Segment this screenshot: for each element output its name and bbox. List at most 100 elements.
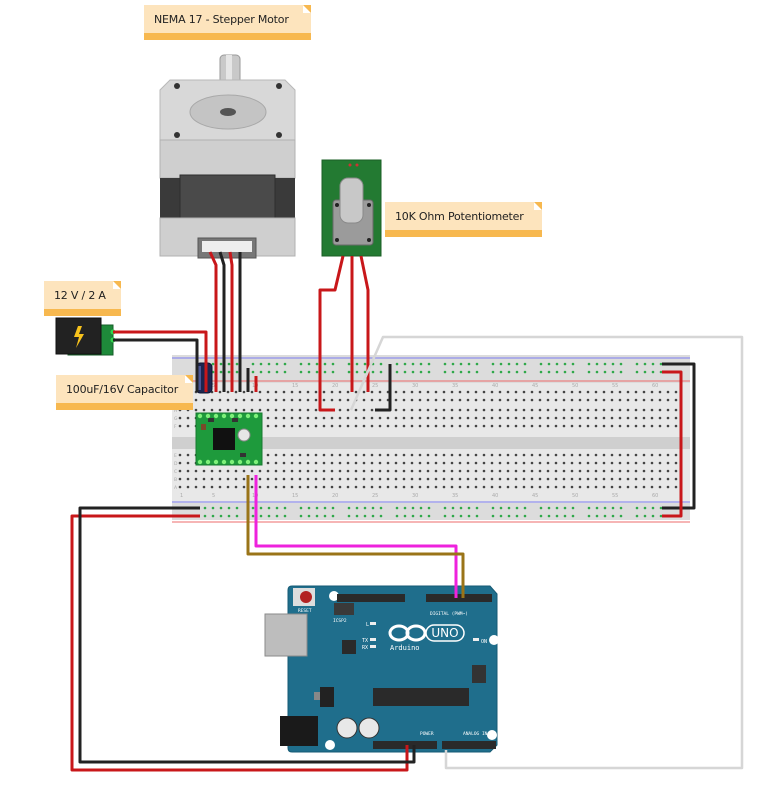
breadboard-hole[interactable]	[386, 469, 390, 473]
breadboard-hole[interactable]	[482, 485, 486, 489]
breadboard-hole[interactable]	[378, 390, 382, 394]
breadboard-hole[interactable]	[578, 477, 582, 481]
breadboard-hole[interactable]	[451, 370, 455, 374]
breadboard-hole[interactable]	[466, 416, 470, 420]
breadboard-hole[interactable]	[594, 485, 598, 489]
breadboard-hole[interactable]	[258, 485, 262, 489]
breadboard-hole[interactable]	[514, 416, 518, 420]
breadboard-hole[interactable]	[426, 398, 430, 402]
breadboard-hole[interactable]	[586, 416, 590, 420]
breadboard-hole[interactable]	[331, 362, 335, 366]
breadboard-hole[interactable]	[522, 469, 526, 473]
breadboard-hole[interactable]	[346, 477, 350, 481]
breadboard-hole[interactable]	[434, 469, 438, 473]
breadboard-hole[interactable]	[658, 424, 662, 428]
breadboard-hole[interactable]	[322, 424, 326, 428]
breadboard-hole[interactable]	[538, 453, 542, 457]
breadboard-hole[interactable]	[219, 514, 223, 518]
breadboard-hole[interactable]	[619, 506, 623, 510]
breadboard-hole[interactable]	[539, 506, 543, 510]
breadboard-hole[interactable]	[570, 398, 574, 402]
breadboard-hole[interactable]	[194, 477, 198, 481]
breadboard-hole[interactable]	[643, 362, 647, 366]
breadboard-hole[interactable]	[467, 362, 471, 366]
breadboard-hole[interactable]	[362, 453, 366, 457]
breadboard-hole[interactable]	[578, 485, 582, 489]
breadboard-hole[interactable]	[570, 408, 574, 412]
breadboard-hole[interactable]	[370, 398, 374, 402]
breadboard-hole[interactable]	[546, 408, 550, 412]
breadboard-hole[interactable]	[219, 506, 223, 510]
breadboard-hole[interactable]	[338, 390, 342, 394]
breadboard-hole[interactable]	[363, 362, 367, 366]
breadboard-hole[interactable]	[394, 477, 398, 481]
breadboard-hole[interactable]	[274, 390, 278, 394]
breadboard-hole[interactable]	[474, 390, 478, 394]
breadboard-hole[interactable]	[315, 370, 319, 374]
breadboard-hole[interactable]	[499, 514, 503, 518]
breadboard-hole[interactable]	[603, 370, 607, 374]
breadboard-hole[interactable]	[506, 477, 510, 481]
breadboard-hole[interactable]	[379, 362, 383, 366]
breadboard-hole[interactable]	[394, 485, 398, 489]
breadboard-hole[interactable]	[466, 485, 470, 489]
breadboard-hole[interactable]	[354, 408, 358, 412]
breadboard-hole[interactable]	[546, 461, 550, 465]
breadboard-hole[interactable]	[218, 485, 222, 489]
breadboard-hole[interactable]	[426, 390, 430, 394]
breadboard-hole[interactable]	[474, 461, 478, 465]
breadboard-hole[interactable]	[314, 477, 318, 481]
breadboard-hole[interactable]	[563, 362, 567, 366]
breadboard-hole[interactable]	[323, 514, 327, 518]
breadboard-hole[interactable]	[514, 469, 518, 473]
breadboard-hole[interactable]	[298, 416, 302, 420]
breadboard-hole[interactable]	[651, 506, 655, 510]
breadboard-hole[interactable]	[587, 506, 591, 510]
breadboard-hole[interactable]	[634, 485, 638, 489]
breadboard-hole[interactable]	[394, 408, 398, 412]
breadboard-hole[interactable]	[555, 370, 559, 374]
breadboard-hole[interactable]	[554, 453, 558, 457]
breadboard-hole[interactable]	[371, 514, 375, 518]
breadboard-hole[interactable]	[514, 461, 518, 465]
breadboard-hole[interactable]	[418, 398, 422, 402]
breadboard-hole[interactable]	[371, 506, 375, 510]
breadboard-hole[interactable]	[570, 424, 574, 428]
breadboard-hole[interactable]	[426, 485, 430, 489]
breadboard-hole[interactable]	[666, 390, 670, 394]
breadboard-hole[interactable]	[402, 424, 406, 428]
breadboard-hole[interactable]	[570, 485, 574, 489]
breadboard-hole[interactable]	[571, 514, 575, 518]
breadboard-hole[interactable]	[290, 416, 294, 420]
breadboard-hole[interactable]	[410, 424, 414, 428]
breadboard-hole[interactable]	[235, 514, 239, 518]
breadboard-hole[interactable]	[283, 362, 287, 366]
breadboard-hole[interactable]	[266, 453, 270, 457]
breadboard-hole[interactable]	[490, 461, 494, 465]
breadboard-hole[interactable]	[482, 453, 486, 457]
breadboard-hole[interactable]	[674, 469, 678, 473]
breadboard-hole[interactable]	[451, 362, 455, 366]
breadboard-hole[interactable]	[498, 453, 502, 457]
breadboard-hole[interactable]	[227, 370, 231, 374]
breadboard-hole[interactable]	[347, 506, 351, 510]
breadboard-hole[interactable]	[411, 370, 415, 374]
breadboard-hole[interactable]	[594, 390, 598, 394]
breadboard-hole[interactable]	[386, 461, 390, 465]
breadboard-hole[interactable]	[666, 485, 670, 489]
breadboard-hole[interactable]	[594, 424, 598, 428]
breadboard-hole[interactable]	[499, 362, 503, 366]
breadboard-hole[interactable]	[611, 362, 615, 366]
breadboard-hole[interactable]	[674, 461, 678, 465]
breadboard-hole[interactable]	[530, 469, 534, 473]
breadboard-hole[interactable]	[498, 477, 502, 481]
breadboard-hole[interactable]	[410, 485, 414, 489]
breadboard-hole[interactable]	[482, 390, 486, 394]
breadboard-hole[interactable]	[426, 416, 430, 420]
breadboard-hole[interactable]	[450, 477, 454, 481]
breadboard-hole[interactable]	[650, 477, 654, 481]
breadboard-hole[interactable]	[402, 408, 406, 412]
breadboard-hole[interactable]	[586, 424, 590, 428]
breadboard-hole[interactable]	[194, 485, 198, 489]
breadboard-hole[interactable]	[259, 370, 263, 374]
